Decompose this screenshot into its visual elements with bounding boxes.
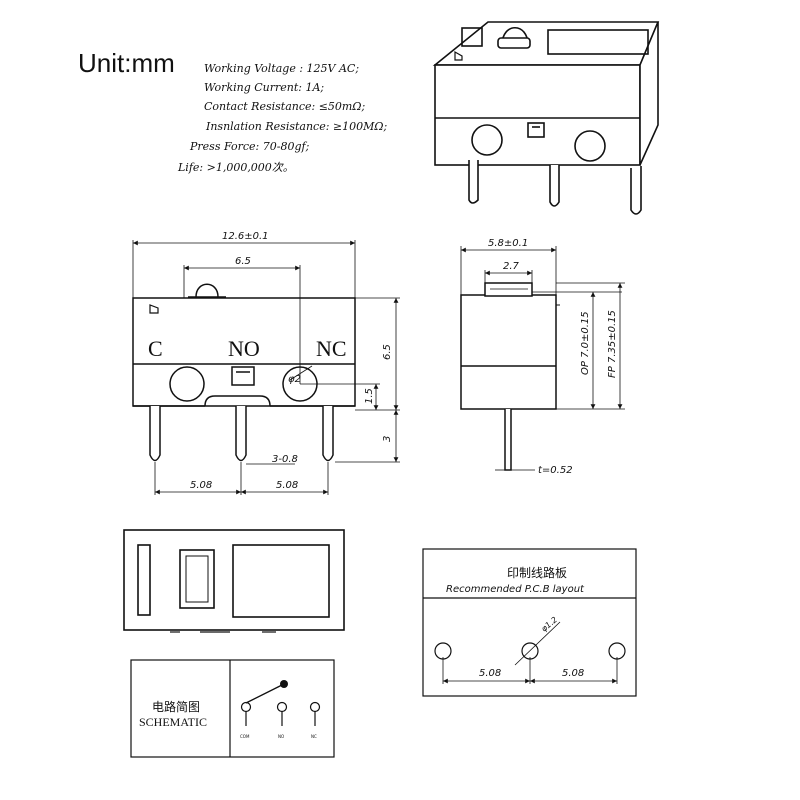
- schematic: [130, 659, 335, 758]
- front-view: [132, 283, 356, 462]
- front-label-c: C: [148, 336, 163, 361]
- front-label-nc: NC: [316, 336, 347, 361]
- front-dim-hole-height: 1.5: [364, 388, 375, 404]
- iso-mount-hole-left: [471, 124, 503, 156]
- front-plunger: [195, 283, 219, 298]
- front-pin-c: [149, 406, 161, 462]
- pcb-title-en: Recommended P.C.B layout: [446, 584, 585, 595]
- side-pin: [504, 409, 512, 471]
- schem-contact: [280, 680, 288, 688]
- bottom-window: [232, 544, 330, 618]
- schem-switch-arm: [245, 683, 285, 704]
- iso-pin-left: [468, 160, 479, 204]
- schematic-pin-com: COM: [240, 734, 250, 739]
- pcb-layout: [422, 548, 637, 697]
- schematic-pin-nc: NC: [311, 734, 317, 739]
- front-hole-left: [169, 366, 205, 402]
- front-dim-pin-length: 3: [382, 436, 393, 442]
- side-dim-thickness: t=0.52: [538, 465, 573, 476]
- iso-mount-hole-right: [574, 130, 606, 162]
- schematic-title-en: SCHEMATIC: [139, 715, 207, 729]
- front-dimensions: [132, 240, 400, 495]
- front-pin-nc: [322, 406, 334, 462]
- pcb-pitch-right: 5.08: [562, 668, 584, 679]
- side-dim-op: OP 7.0±0.15: [580, 311, 591, 375]
- side-view: [460, 282, 560, 471]
- schematic-pin-no: NO: [278, 734, 284, 739]
- bottom-view: [123, 529, 345, 633]
- side-dim-fp: FP 7.35±0.15: [607, 310, 618, 378]
- front-dim-pitch-left: 5.08: [190, 480, 212, 491]
- front-dim-pin-width: 3-0.8: [272, 454, 298, 465]
- side-dim-width: 5.8±0.1: [488, 238, 528, 249]
- front-dim-height: 6.5: [382, 344, 393, 360]
- front-pin-no: [235, 406, 247, 462]
- iso-pin-right: [630, 166, 642, 215]
- schematic-title-cn: 电路简图: [152, 699, 200, 714]
- bottom-slot-left: [137, 544, 151, 616]
- spec-working-current: Working Current: 1A;: [204, 81, 325, 94]
- front-dim-pitch-right: 5.08: [276, 480, 298, 491]
- spec-working-voltage: Working Voltage : 125V AC;: [204, 62, 360, 75]
- front-center-window: [231, 366, 255, 386]
- spec-contact-resistance: Contact Resistance: ≤50mΩ;: [204, 100, 366, 113]
- isometric-view: [432, 21, 660, 215]
- spec-insulation-resistance: Insnlation Resistance: ≥100MΩ;: [206, 120, 388, 133]
- side-dim-plunger: 2.7: [503, 261, 520, 272]
- front-label-no: NO: [228, 336, 260, 361]
- pcb-title-cn: 印制线路板: [507, 565, 567, 580]
- spec-life: Life: >1,000,000次。: [178, 161, 294, 174]
- front-dim-hole-dia: φ2: [288, 374, 301, 385]
- unit-label: Unit:mm: [78, 48, 175, 78]
- iso-slot: [461, 27, 483, 47]
- front-dim-pin-spacing: 6.5: [235, 256, 251, 267]
- front-dim-width: 12.6±0.1: [222, 231, 269, 242]
- iso-center-window: [527, 122, 545, 138]
- bottom-actuator: [179, 549, 215, 609]
- side-plunger: [484, 282, 533, 297]
- iso-pin-mid: [549, 165, 560, 207]
- iso-window: [547, 29, 649, 55]
- spec-press-force: Press Force: 70-80gf;: [190, 140, 310, 153]
- side-dimensions: [460, 246, 625, 471]
- pcb-pitch-left: 5.08: [479, 668, 501, 679]
